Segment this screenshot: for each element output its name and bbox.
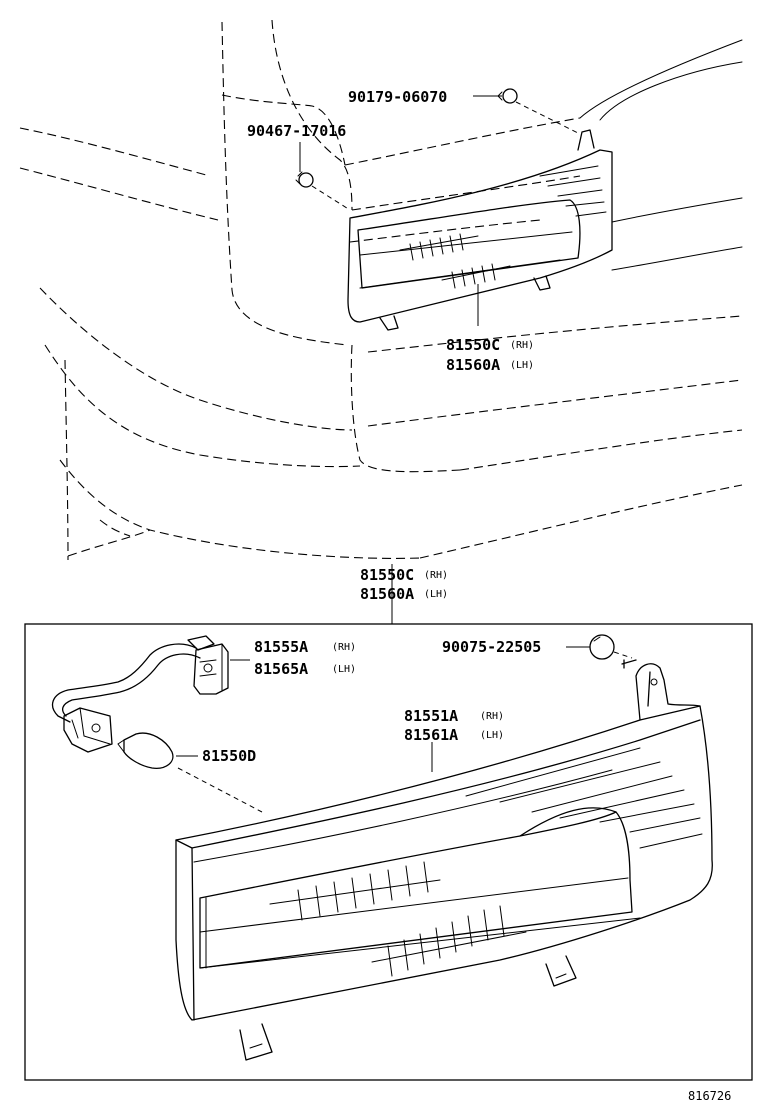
lower-assembly-label: 81550C (RH) 81560A (LH) — [360, 566, 448, 603]
socket-label: 81555A (RH) 81565A (LH) — [254, 638, 356, 678]
socket-lh-side: (LH) — [332, 664, 356, 675]
lower-assy-lh-part: 81560A — [360, 585, 414, 603]
bolt-part-number: 90179-06070 — [348, 88, 447, 106]
socket-wire-harness — [51, 635, 215, 723]
lower-assy-rh-side: (RH) — [424, 570, 448, 581]
lamp-assembly — [175, 659, 713, 1061]
upper-assy-rh-side: (RH) — [510, 340, 534, 351]
bulb-part-number: 81550D — [202, 747, 256, 765]
bulb-icon — [117, 732, 174, 769]
upper-assembly-label: 81550C (RH) 81560A (LH) — [446, 336, 534, 374]
bulb-socket-icon — [63, 707, 113, 753]
lens-label: 81551A (RH) 81561A (LH) — [404, 707, 504, 744]
upper-assy-rh-part: 81550C — [446, 336, 500, 354]
screw-small-icon — [295, 171, 314, 188]
upper-assy-lh-part: 81560A — [446, 356, 500, 374]
lens-lh-side: (LH) — [480, 730, 504, 741]
diagram-code: 816726 — [688, 1089, 731, 1103]
exploded-view-frame — [24, 623, 753, 1081]
upper-assy-lh-side: (LH) — [510, 360, 534, 371]
nut-part-number: 90075-22505 — [442, 638, 541, 656]
vehicle-rear-body-outline — [19, 19, 743, 561]
socket-rh-side: (RH) — [332, 642, 356, 653]
socket-rh-part: 81555A — [254, 638, 308, 656]
lens-rh-part: 81551A — [404, 707, 458, 725]
lens-lh-part: 81561A — [404, 726, 458, 744]
socket-lh-part: 81565A — [254, 660, 308, 678]
nut-icon — [589, 634, 615, 660]
upper-lamp-assembly — [347, 129, 613, 331]
lower-assy-rh-part: 81550C — [360, 566, 414, 584]
socket-connector-icon — [193, 643, 229, 695]
lower-assy-lh-side: (LH) — [424, 589, 448, 600]
lens-rh-side: (RH) — [480, 711, 504, 722]
screw-part-number: 90467-17016 — [247, 122, 346, 140]
